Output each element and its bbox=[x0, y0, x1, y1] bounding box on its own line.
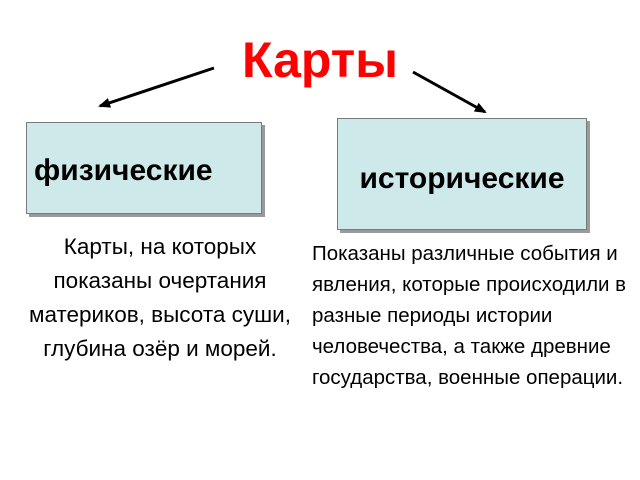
physical-label: физические bbox=[34, 154, 213, 187]
historical-description: Показаны различные события и явления, ко… bbox=[312, 242, 627, 389]
physical-node: физические bbox=[26, 122, 262, 214]
page-title: Карты bbox=[241, 32, 398, 88]
physical-description: Карты, на которых показаны очертания мат… bbox=[28, 234, 292, 361]
historical-label: исторические bbox=[359, 162, 565, 195]
historical-node: исторические bbox=[337, 118, 587, 230]
arrow-to-physical bbox=[98, 66, 215, 108]
arrow-to-historical bbox=[412, 70, 487, 114]
